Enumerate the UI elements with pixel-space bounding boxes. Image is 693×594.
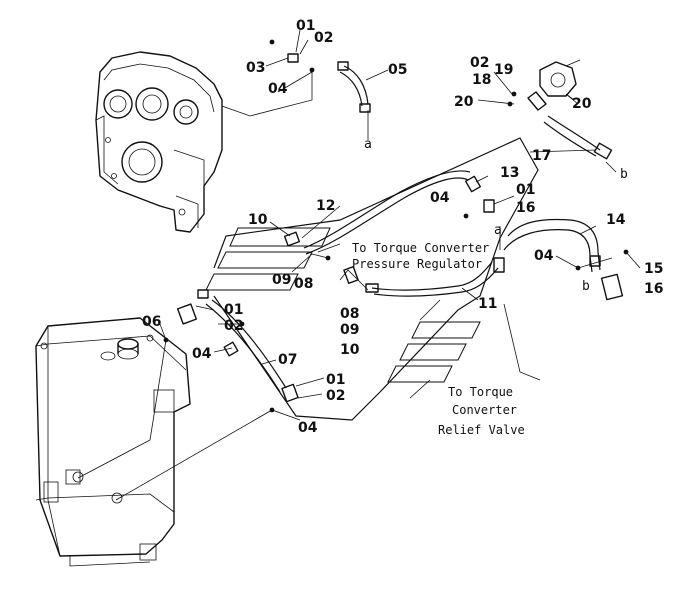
- note-relief-valve-line2: Converter: [452, 403, 517, 417]
- callout-17: 17: [532, 148, 551, 164]
- hatch-panels-right: [387, 321, 481, 383]
- callout-02: 02: [326, 388, 345, 404]
- callout-08: 08: [294, 276, 313, 292]
- callout-11: 11: [478, 296, 497, 312]
- note-pressure-regulator-line2: Pressure Regulator: [352, 257, 482, 271]
- callout-02: 02: [470, 55, 489, 71]
- callout-10: 10: [248, 212, 268, 228]
- callout-20: 20: [454, 94, 474, 110]
- hose-11: [371, 261, 499, 297]
- note-pressure-regulator-line1: To Torque Converter: [352, 241, 489, 255]
- callout-10: 10: [340, 342, 360, 358]
- callout-01: 01: [326, 372, 345, 388]
- callout-02: 02: [314, 30, 333, 46]
- callout-16: 16: [644, 281, 663, 297]
- hose-05: [337, 61, 371, 113]
- note-relief-valve-line3: Relief Valve: [438, 423, 525, 437]
- callout-07: 07: [278, 352, 297, 368]
- callout-05: 05: [388, 62, 407, 78]
- callout-16: 16: [516, 200, 535, 216]
- ref-a: a: [494, 223, 502, 238]
- callout-04: 04: [430, 190, 450, 206]
- callout-06: 06: [142, 314, 161, 330]
- callout-19: 19: [494, 62, 513, 78]
- callout-04: 04: [192, 346, 212, 362]
- callout-01: 01: [296, 18, 315, 34]
- callout-20: 20: [572, 96, 592, 112]
- ref-b: b: [620, 167, 628, 182]
- callout-09: 09: [340, 322, 359, 338]
- callout-03: 03: [246, 60, 265, 76]
- hose-12: [303, 170, 471, 255]
- callout-14: 14: [606, 212, 626, 228]
- bolts: [163, 39, 629, 413]
- callout-04: 04: [268, 81, 288, 97]
- callout-12: 12: [316, 198, 335, 214]
- reference-letters: a b a b: [364, 137, 628, 294]
- callout-04: 04: [534, 248, 554, 264]
- callout-01: 01: [516, 182, 535, 198]
- leader-lines: [77, 29, 641, 501]
- callout-08: 08: [340, 306, 359, 322]
- notes: To Torque Converter Pressure Regulator T…: [352, 241, 525, 437]
- hose-14: [503, 218, 624, 301]
- callout-01: 01: [224, 302, 243, 318]
- callout-13: 13: [500, 165, 519, 181]
- callout-09: 09: [272, 272, 291, 288]
- note-relief-valve-line1: To Torque: [448, 385, 513, 399]
- ref-b: b: [582, 279, 590, 294]
- callout-labels: 01 02 03 04 05 02 19 18 20 20 17 13 01 0…: [142, 18, 663, 436]
- callout-18: 18: [472, 72, 491, 88]
- callout-02: 02: [224, 318, 243, 334]
- hose-17: [543, 115, 613, 160]
- callout-15: 15: [644, 261, 663, 277]
- flywheel-housing: [95, 51, 223, 233]
- radiator: [35, 317, 191, 567]
- valve-assembly: [527, 61, 579, 111]
- ref-a: a: [364, 137, 372, 152]
- callout-04: 04: [298, 420, 318, 436]
- hose-07: [205, 299, 287, 393]
- routing-outline: [213, 137, 539, 421]
